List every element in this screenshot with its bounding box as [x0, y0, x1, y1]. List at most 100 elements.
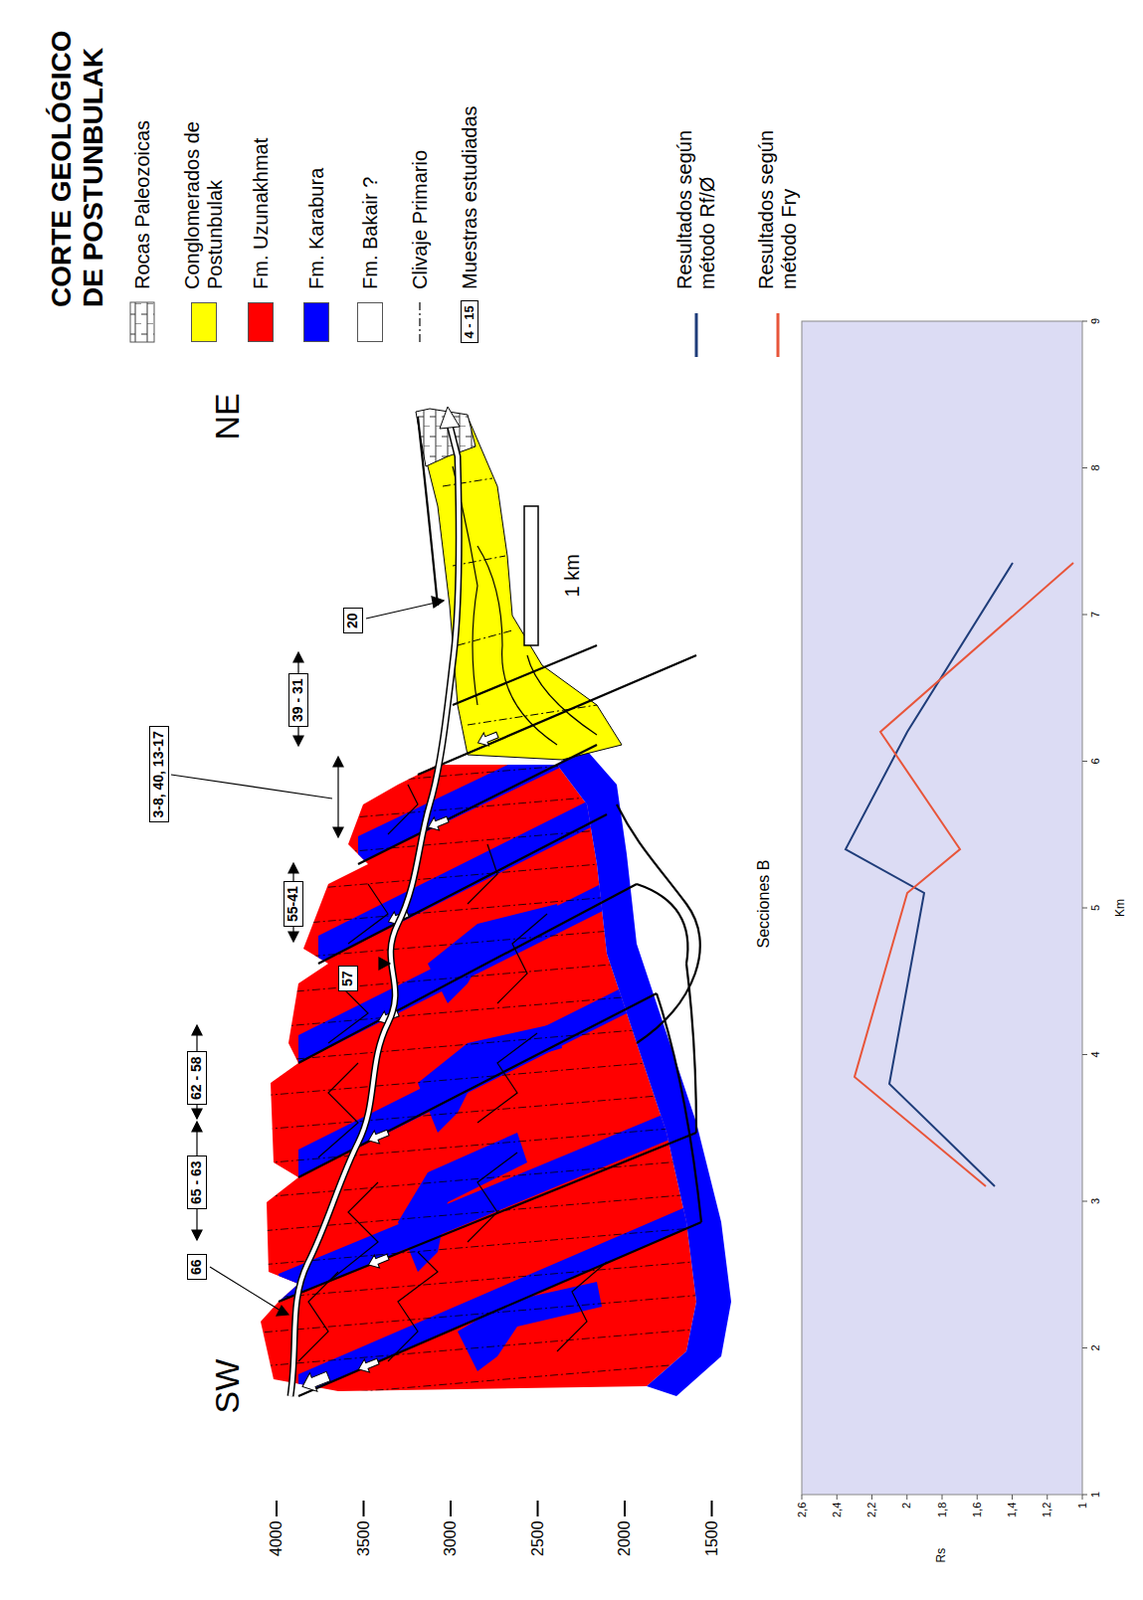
drawing-path — [467, 705, 597, 726]
drawing-line — [623, 1501, 626, 1518]
drawing-polygon — [397, 1133, 528, 1273]
cleavage-line — [248, 1294, 717, 1334]
legend-text: Rocas Paleozoicas — [131, 120, 155, 290]
elevation-label: 3000 — [441, 1521, 460, 1557]
fry-line — [854, 563, 1074, 1187]
y-tick — [942, 1495, 944, 1501]
chart-title: Secciones B — [755, 860, 773, 950]
x-tick-label: 5 — [1089, 905, 1103, 912]
drawing-polygon — [293, 652, 304, 663]
sample-box: 57 — [338, 965, 359, 992]
drawing-polygon — [288, 863, 299, 874]
drawing-path — [387, 1252, 438, 1362]
sample-box: 65 - 63 — [187, 1155, 207, 1210]
scale-label: 1 km — [561, 554, 584, 597]
sample-number: 65 - 63 — [188, 1160, 206, 1205]
cleavage-sample — [418, 302, 420, 343]
drawing-polygon — [379, 957, 390, 970]
drawing-path — [477, 546, 558, 746]
drawing-polygon — [333, 827, 344, 838]
drawing-path — [298, 1222, 702, 1397]
cleavage-line — [248, 1328, 717, 1368]
legend-sample — [764, 313, 791, 358]
elevation-label: 2000 — [615, 1521, 634, 1557]
chart — [801, 321, 1088, 1501]
drawing-path — [656, 993, 702, 1223]
cleavage-line — [248, 922, 717, 962]
section-trace — [290, 424, 459, 1397]
y-axis-title: Rs — [935, 1548, 950, 1564]
legend-sample — [129, 300, 156, 345]
x-tick — [1082, 614, 1088, 616]
figure-title: CORTE GEOLÓGICO DE POSTUNBULAK — [45, 8, 110, 308]
drawing-path — [457, 630, 513, 646]
drawing-polygon — [366, 1251, 391, 1273]
cleavage-line — [248, 888, 717, 929]
sample-markers — [171, 596, 444, 1317]
x-tick — [1082, 1054, 1088, 1056]
drawing-path — [387, 784, 418, 835]
x-tick-label: 8 — [1089, 464, 1103, 471]
karabura-bands — [278, 727, 702, 1397]
drawing-path — [318, 1063, 359, 1158]
x-tick-label: 4 — [1089, 1051, 1103, 1058]
x-tick — [1082, 1201, 1088, 1203]
drawing-polygon — [288, 932, 299, 943]
section-trace-outline — [290, 424, 459, 1397]
drawing-polygon — [191, 1025, 202, 1036]
legend-text: Conglomerados de Postunbulak — [181, 100, 227, 290]
y-tick — [836, 1495, 838, 1501]
sample-number: 39 - 31 — [289, 678, 308, 723]
line-sample — [695, 313, 699, 358]
cleavage-line — [248, 1125, 717, 1165]
thrust-faults — [278, 416, 702, 1397]
drawing-polygon — [366, 1127, 391, 1148]
y-tick-label: 2 — [900, 1503, 914, 1510]
y-tick-label: 1,6 — [970, 1503, 984, 1519]
drawing-path — [417, 655, 697, 775]
cleavage-line — [248, 1192, 717, 1233]
legend-swatch — [190, 302, 217, 343]
drawing-polygon — [431, 596, 444, 608]
y-tick — [871, 1495, 873, 1501]
drawing-line — [449, 1501, 452, 1518]
sample-box: 62 - 58 — [187, 1051, 207, 1106]
cleavage-line — [248, 1260, 717, 1301]
trace-arrow — [439, 406, 460, 429]
legend-swatch — [303, 302, 330, 343]
cleavage-line — [248, 786, 717, 827]
y-tick — [1082, 1495, 1084, 1501]
drawing-polygon — [191, 1109, 202, 1120]
y-tick — [1046, 1495, 1048, 1501]
drawing-polygon — [293, 736, 304, 747]
elevation-label: 1500 — [703, 1521, 722, 1557]
legend-sample — [406, 300, 433, 345]
drawing-path — [358, 745, 597, 865]
elevation-label: 2500 — [529, 1521, 548, 1557]
cleavage-line — [248, 1023, 717, 1064]
cleavage-line — [248, 753, 717, 793]
elevation-ticks — [276, 1501, 713, 1518]
x-tick-label: 9 — [1089, 318, 1103, 325]
drawing-polygon — [191, 1230, 202, 1241]
x-tick-label: 7 — [1089, 611, 1103, 618]
legend-text: Clivaje Primario — [408, 150, 432, 290]
cross-section — [248, 406, 732, 1402]
elevation-label: 4000 — [267, 1521, 286, 1557]
drawing-path — [298, 884, 637, 1064]
x-tick-label: 6 — [1089, 758, 1103, 764]
sample-number: 62 - 58 — [188, 1056, 206, 1101]
cleavage-line — [248, 1361, 717, 1402]
x-tick — [1082, 1347, 1088, 1349]
drawing-path — [452, 645, 597, 706]
plot-area — [801, 321, 1083, 1496]
conglomerate-folds — [452, 466, 597, 746]
sample-box: 39 - 31 — [288, 673, 309, 728]
y-tick-label: 2,2 — [865, 1503, 879, 1519]
legend-sample — [683, 313, 710, 358]
x-axis-title: Km — [1114, 899, 1129, 918]
y-tick — [976, 1495, 978, 1501]
drawing-path — [328, 983, 369, 1044]
